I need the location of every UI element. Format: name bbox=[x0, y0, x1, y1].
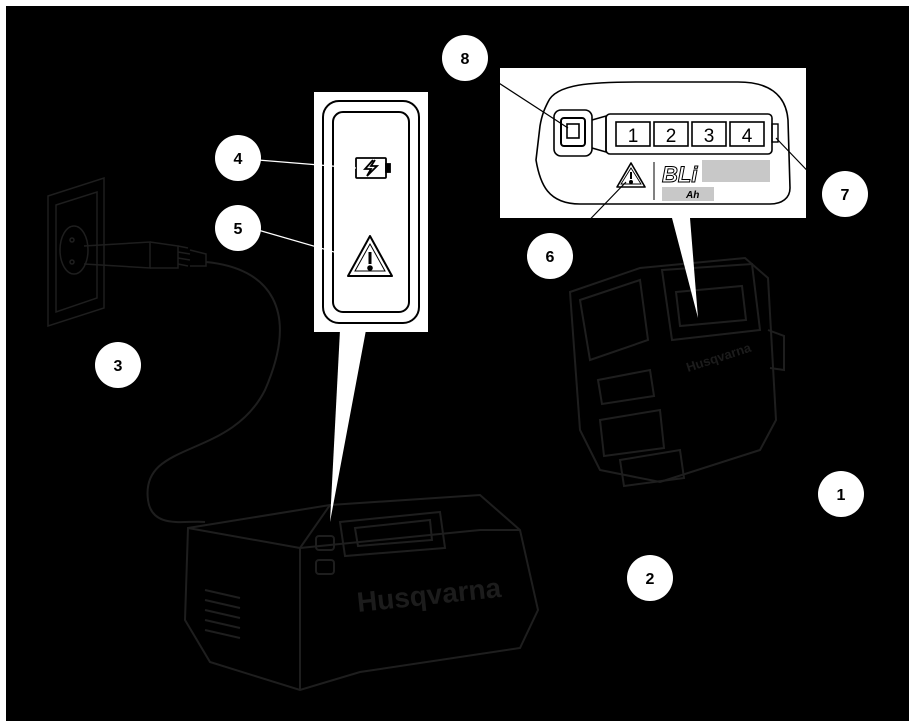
callout-2: 2 bbox=[627, 555, 673, 601]
svg-text:7: 7 bbox=[841, 187, 850, 204]
callout-6: 6 bbox=[527, 233, 573, 279]
capacity-grey-block bbox=[702, 160, 770, 182]
callout-7: 7 bbox=[822, 171, 868, 217]
charge-cell-1-label: 1 bbox=[628, 126, 639, 147]
charge-cell-3-label: 3 bbox=[704, 126, 715, 147]
svg-text:6: 6 bbox=[546, 249, 555, 266]
svg-text:8: 8 bbox=[461, 51, 470, 68]
ah-unit-label: Ah bbox=[685, 190, 699, 201]
charge-cell-2-label: 2 bbox=[666, 126, 677, 147]
svg-text:3: 3 bbox=[114, 358, 123, 375]
callout-1: 1 bbox=[818, 471, 864, 517]
svg-text:4: 4 bbox=[234, 151, 243, 168]
svg-text:5: 5 bbox=[234, 221, 243, 238]
svg-text:1: 1 bbox=[837, 487, 846, 504]
callout-8: 8 bbox=[442, 35, 488, 81]
callout-3: 3 bbox=[95, 342, 141, 388]
svg-text:2: 2 bbox=[646, 571, 655, 588]
charge-cell-4-label: 4 bbox=[742, 126, 753, 147]
battery-display-panel bbox=[500, 68, 806, 218]
bli-label: BLi bbox=[662, 162, 698, 187]
callout-4: 4 bbox=[215, 135, 261, 181]
callout-5: 5 bbox=[215, 205, 261, 251]
charger-indicator-panel bbox=[314, 92, 428, 332]
